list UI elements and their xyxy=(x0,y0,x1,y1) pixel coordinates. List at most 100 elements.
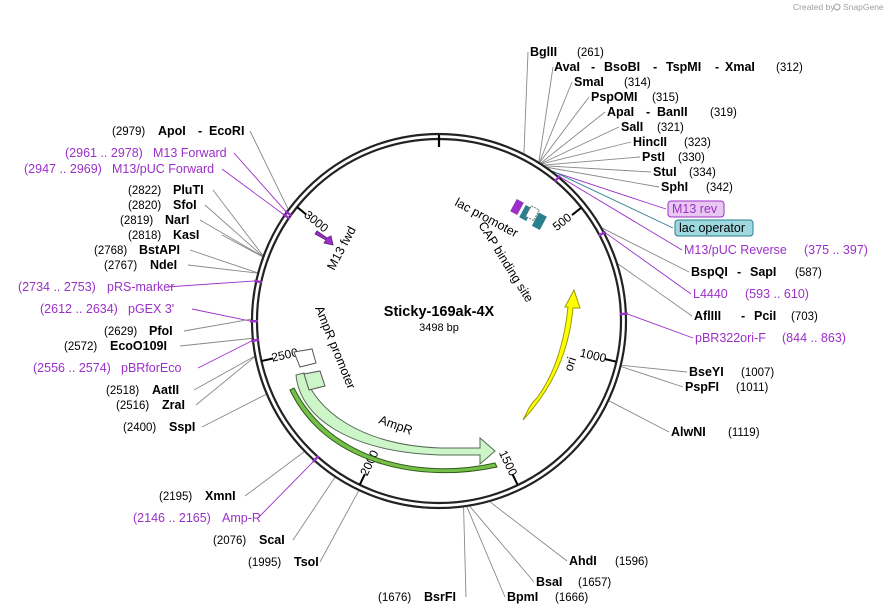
svg-text:(593 .. 610): (593 .. 610) xyxy=(745,287,809,301)
svg-text:EcoRI: EcoRI xyxy=(209,124,244,138)
label-pspfi[interactable]: PspFI (1011) xyxy=(685,380,769,394)
lac-region-feature[interactable]: lac promoter CAP binding site xyxy=(453,195,547,305)
svg-text:KasI: KasI xyxy=(173,228,199,242)
label-m13-rev[interactable]: M13 rev xyxy=(667,200,725,218)
label-tsoi[interactable]: (1995) TsoI xyxy=(248,555,319,569)
ampr-feature[interactable]: AmpR xyxy=(289,372,498,474)
label-psti[interactable]: PstI (330) xyxy=(642,150,705,164)
svg-text:AlwNI: AlwNI xyxy=(671,425,706,439)
leader-line xyxy=(539,96,590,163)
svg-text:TsoI: TsoI xyxy=(294,555,319,569)
svg-text:(2947 .. 2969): (2947 .. 2969) xyxy=(24,162,102,176)
label-eco0109i[interactable]: (2572) EcoO109I xyxy=(64,339,167,353)
svg-text:(323): (323) xyxy=(684,137,711,149)
svg-text:(1011): (1011) xyxy=(736,382,769,394)
label-apai[interactable]: ApaI - BanII (319) xyxy=(607,105,737,119)
svg-text:Amp-R: Amp-R xyxy=(222,511,261,525)
label-amp-r[interactable]: (2146 .. 2165) Amp-R xyxy=(133,511,261,525)
label-hincii[interactable]: HincII (323) xyxy=(633,135,711,149)
svg-text:(2572): (2572) xyxy=(64,341,97,353)
label-pfoi[interactable]: (2629) PfoI xyxy=(104,324,173,338)
label-kasi[interactable]: (2818) KasI xyxy=(128,228,199,242)
label-m13-forward[interactable]: (2961 .. 2978) M13 Forward xyxy=(65,146,227,160)
svg-text:SalI: SalI xyxy=(621,120,643,134)
leader-line xyxy=(244,451,305,497)
label-m13puc-forward[interactable]: (2947 .. 2969) M13/pUC Forward xyxy=(24,162,214,176)
leader-line xyxy=(189,249,258,274)
label-bstapi[interactable]: (2768) BstAPI xyxy=(94,243,180,257)
svg-text:AflIII: AflIII xyxy=(694,309,721,323)
svg-text:(342): (342) xyxy=(706,182,733,194)
label-apoi[interactable]: (2979) ApoI - EcoRI xyxy=(112,124,244,138)
label-bseyi[interactable]: BseYI (1007) xyxy=(689,365,774,379)
label-bsai[interactable]: BsaI (1657) xyxy=(536,575,611,589)
label-ahdi[interactable]: AhdI (1596) xyxy=(569,554,648,568)
label-pspomi[interactable]: PspOMI (315) xyxy=(591,90,679,104)
svg-text:(314): (314) xyxy=(624,77,651,89)
svg-text:(2195): (2195) xyxy=(159,491,192,503)
leader-line xyxy=(191,308,252,322)
svg-text:lac operator: lac operator xyxy=(679,221,745,235)
svg-text:(2961 .. 2978): (2961 .. 2978) xyxy=(65,146,143,160)
leader-line xyxy=(541,141,632,165)
svg-text:-: - xyxy=(741,309,745,323)
label-pbrforeco[interactable]: (2556 .. 2574) pBRforEco xyxy=(33,361,181,375)
label-sphi[interactable]: SphI (342) xyxy=(661,180,733,194)
label-bspqi[interactable]: BspQI - SapI (587) xyxy=(691,265,822,279)
label-aatii[interactable]: (2518) AatII xyxy=(106,383,179,397)
label-sali[interactable]: SalI (321) xyxy=(621,120,684,134)
label-stui[interactable]: StuI (334) xyxy=(653,165,716,179)
svg-text:BstAPI: BstAPI xyxy=(139,243,180,257)
label-smai[interactable]: SmaI (314) xyxy=(574,75,651,89)
svg-text:M13/pUC Forward: M13/pUC Forward xyxy=(112,162,214,176)
label-afliii[interactable]: AflIII - PciI (703) xyxy=(694,309,818,323)
svg-text:StuI: StuI xyxy=(653,165,677,179)
leader-line xyxy=(204,204,263,257)
ori-feature[interactable]: ori xyxy=(522,288,581,421)
created-by-label: Created by xyxy=(793,2,835,12)
svg-text:PspOMI: PspOMI xyxy=(591,90,638,104)
leader-line xyxy=(538,66,554,162)
svg-text:(319): (319) xyxy=(710,107,737,119)
label-zrai[interactable]: (2516) ZraI xyxy=(116,398,185,412)
label-lac-operator[interactable]: lac operator xyxy=(674,219,754,237)
label-l4440[interactable]: L4440 (593 .. 610) xyxy=(693,287,809,301)
label-bsrfi[interactable]: (1676) BsrFI xyxy=(378,590,456,604)
svg-text:AhdI: AhdI xyxy=(569,554,597,568)
svg-text:-: - xyxy=(646,105,650,119)
svg-text:(2822): (2822) xyxy=(128,185,161,197)
label-sfoi[interactable]: (2820) SfoI xyxy=(128,198,197,212)
label-bglii[interactable]: BglII (261) xyxy=(530,45,604,59)
label-scai[interactable]: (2076) ScaI xyxy=(213,533,285,547)
leader-line xyxy=(617,263,693,317)
label-m13puc-reverse[interactable]: M13/pUC Reverse (375 .. 397) xyxy=(684,243,868,257)
svg-text:BglII: BglII xyxy=(530,45,557,59)
label-bpmi[interactable]: BpmI (1666) xyxy=(507,590,588,604)
label-pluti[interactable]: (2822) PluTI xyxy=(128,183,204,197)
svg-text:(587): (587) xyxy=(795,267,822,279)
label-xmni[interactable]: (2195) XmnI xyxy=(159,489,236,503)
label-sspi[interactable]: (2400) SspI xyxy=(123,420,195,434)
scale-tick xyxy=(261,357,274,363)
svg-text:(2820): (2820) xyxy=(128,200,161,212)
label-nari[interactable]: (2819) NarI xyxy=(120,213,189,227)
label-avai-group[interactable]: AvaI - BsoBI - TspMI - XmaI (312) xyxy=(554,60,803,74)
leader-line xyxy=(221,168,285,216)
svg-text:SspI: SspI xyxy=(169,420,195,434)
svg-text:ScaI: ScaI xyxy=(259,533,285,547)
svg-text:(1657): (1657) xyxy=(578,577,611,589)
svg-text:(1007): (1007) xyxy=(741,367,774,379)
label-prs-marker[interactable]: (2734 .. 2753) pRS-marker xyxy=(18,280,174,294)
label-alwni[interactable]: AlwNI (1119) xyxy=(671,425,760,439)
scale-tick xyxy=(571,206,582,216)
svg-text:XmaI: XmaI xyxy=(725,60,755,74)
leader-line xyxy=(552,170,674,229)
label-pbr322ori-f[interactable]: pBR322ori-F (844 .. 863) xyxy=(695,331,846,345)
primer-mark xyxy=(598,230,607,237)
scale-tick-label: 500 xyxy=(550,210,575,234)
primer-mark xyxy=(282,213,291,220)
label-pgex3[interactable]: (2612 .. 2634) pGEX 3' xyxy=(40,302,174,316)
label-ndei[interactable]: (2767) NdeI xyxy=(104,258,177,272)
